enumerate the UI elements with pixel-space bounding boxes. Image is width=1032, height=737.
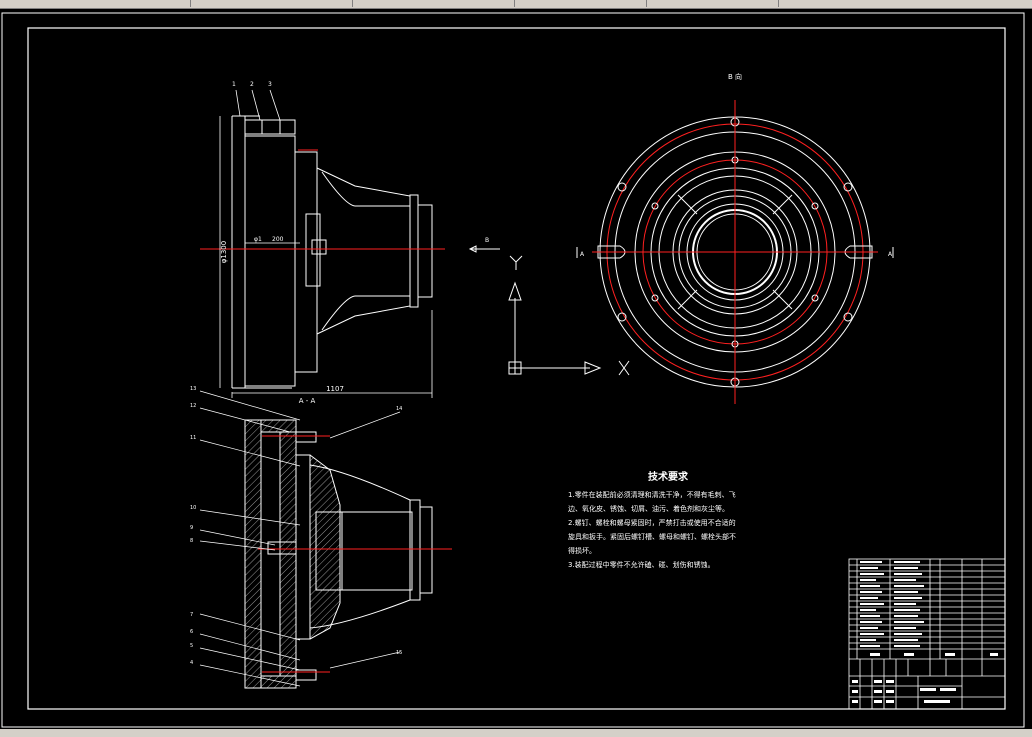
section-view[interactable] [244,419,433,689]
status-bar [0,729,1032,737]
window-title-bar [0,0,1032,9]
section-title: A - A [299,397,316,405]
notes-line-2: 边、氧化皮、锈蚀、切屑、油污、着色剂和灰尘等。 [568,504,729,513]
notes-line-3: 2.螺钉、螺栓和螺母紧固时，严禁打击或使用不合适的 [568,518,736,527]
balloon-3: 3 [268,81,272,88]
cad-drawing-canvas[interactable]: 1107 φ1300 φ1 200 1 2 3 B [0,9,1032,729]
notes-title: 技术要求 [648,470,689,483]
dim-small-1: φ1 [254,236,262,243]
balloon-8: 8 [190,538,193,544]
toolbar-segment[interactable] [192,0,353,7]
toolbar-segment[interactable] [516,0,647,7]
leader-lines [199,390,401,687]
balloon-15: 15 [396,650,402,656]
view-b-label: B 向 [728,72,742,81]
notes-line-4: 旋具和扳手。紧固后螺钉槽、螺母和螺钉、螺栓头部不 [568,532,736,541]
outer-frame [1,12,1025,728]
notes-line-5: 得损坏。 [568,546,596,555]
dim-small-2: 200 [272,236,284,243]
title-block-text-blocks [852,561,998,703]
balloon-6: 6 [190,629,193,635]
notes-line-6: 3.装配过程中零件不允许磕、碰、划伤和锈蚀。 [568,560,715,569]
toolbar-segment[interactable] [648,0,779,7]
marker-a-left: A [580,251,585,258]
balloon-11: 11 [190,435,196,441]
balloon-14: 14 [396,406,402,412]
arrow-b-label: B [485,237,489,244]
ucs-icon [468,245,630,376]
balloon-5: 5 [190,643,193,649]
notes-line-1: 1.零件在装配前必须清理和清洗干净，不得有毛刺、飞 [568,490,736,499]
inner-frame [27,27,1006,710]
balloon-10: 10 [190,505,196,511]
balloon-13: 13 [190,386,196,392]
dim-height-text: φ1300 [220,241,228,263]
toolbar-segment[interactable] [0,0,191,7]
balloon-4: 4 [190,660,193,666]
side-view[interactable] [231,115,433,389]
marker-a-right: A [888,251,893,258]
balloon-7: 7 [190,612,193,618]
title-block[interactable] [848,558,1006,710]
balloon-2: 2 [250,81,254,88]
toolbar-segment[interactable] [354,0,515,7]
dim-width-text: 1107 [326,385,344,393]
dimensions-side [219,89,433,398]
balloon-12: 12 [190,403,196,409]
balloon-1: 1 [232,81,236,88]
balloon-9: 9 [190,525,193,531]
technical-notes: 技术要求 1.零件在装配前必须清理和清洗干净，不得有毛刺、飞 边、氧化皮、锈蚀、… [568,470,736,569]
